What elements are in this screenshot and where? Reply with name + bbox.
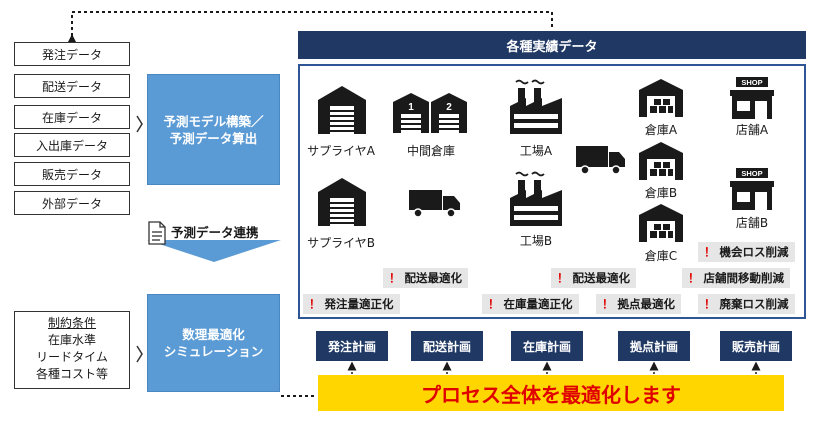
constraint-item: 在庫水準 xyxy=(47,333,96,347)
tag-label: 発注量適正化 xyxy=(324,297,394,311)
tag-store-transfer: ！ 店舗間移動削減 xyxy=(682,268,790,288)
optimization-box-line1: 数理最適化 xyxy=(182,327,245,342)
chevron-right-icon xyxy=(136,115,143,133)
warehouse-c-icon xyxy=(639,204,683,242)
warehouse-number-1: 1 xyxy=(408,102,414,113)
forecast-box-line2: 予測データ算出 xyxy=(169,130,258,146)
shop-sign-b: SHOP xyxy=(741,169,762,178)
store-a-label: 店舗A xyxy=(735,123,769,137)
plan-base: 拠点計画 xyxy=(618,331,690,361)
data-source-inventory: 在庫データ xyxy=(14,105,130,129)
tag-label: 配送最適化 xyxy=(572,271,631,285)
alert-icon: ！ xyxy=(557,271,569,285)
alert-icon: ！ xyxy=(688,271,700,285)
data-source-sales: 販売データ xyxy=(14,162,130,186)
factory-b-label: 工場B xyxy=(519,234,553,248)
feedback-loop-line xyxy=(64,11,553,50)
tag-label: 機会ロス削減 xyxy=(719,245,789,259)
store-b-icon: SHOP xyxy=(730,168,774,210)
optimize-banner: プロセス全体を最適化します xyxy=(318,375,784,411)
supplier-b-icon xyxy=(318,178,366,226)
forecast-link-label: 予測データ連携 xyxy=(171,225,259,240)
tag-base-opt: ！ 拠点最適化 xyxy=(596,294,681,314)
truck-icon xyxy=(576,146,625,175)
data-source-external: 外部データ xyxy=(14,191,130,215)
plan-inventory: 在庫計画 xyxy=(511,331,583,361)
constraint-item: 制約条件 xyxy=(47,316,96,330)
data-source-inout: 入出庫データ xyxy=(14,133,130,157)
tag-label: 店舗間移動削減 xyxy=(703,271,785,285)
tag-delivery-opt-1: ！ 配送最適化 xyxy=(383,268,468,288)
tag-disposal-loss: ！ 廃棄ロス削減 xyxy=(698,294,795,314)
plan-delivery: 配送計画 xyxy=(411,331,483,361)
tag-loss-opportunity: ！ 機会ロス削減 xyxy=(698,242,795,262)
constraint-item: リードタイム xyxy=(36,350,108,364)
optimization-box-line2: シミュレーション xyxy=(163,344,264,359)
plan-sales: 販売計画 xyxy=(720,331,792,361)
alert-icon: ！ xyxy=(389,271,401,285)
forecast-box-line1: 予測モデル構築／ xyxy=(163,113,264,129)
warehouse-c-label: 倉庫C xyxy=(644,249,678,263)
warehouse-a-icon xyxy=(639,79,683,117)
alert-icon: ！ xyxy=(704,297,716,311)
optimization-simulation-box: 数理最適化 シミュレーション xyxy=(147,294,280,392)
forecast-link-arrow xyxy=(147,240,281,262)
middle-warehouse-label: 中間倉庫 xyxy=(406,144,455,158)
constraints-box: 制約条件 在庫水準 リードタイム 各種コスト等 xyxy=(14,311,130,389)
plan-order: 発注計画 xyxy=(316,331,388,361)
forecast-model-box: 予測モデル構築／ 予測データ算出 xyxy=(147,74,280,185)
header-actual-data: 各種実績データ xyxy=(298,31,806,59)
tag-delivery-opt-2: ！ 配送最適化 xyxy=(551,268,636,288)
warehouse-b-icon xyxy=(639,142,683,180)
supplier-b-label: サプライヤB xyxy=(307,236,375,250)
factory-b-icon xyxy=(510,171,562,226)
factory-a-icon xyxy=(510,79,562,134)
warehouse-b-label: 倉庫B xyxy=(644,186,678,200)
warehouse-a-label: 倉庫A xyxy=(644,123,678,137)
constraint-item: 各種コスト等 xyxy=(35,367,108,381)
data-source-delivery: 配送データ xyxy=(14,74,130,98)
chevron-right-icon xyxy=(136,345,143,363)
supplier-a-label: サプライヤA xyxy=(307,144,375,158)
store-b-label: 店舗B xyxy=(735,216,769,230)
alert-icon: ！ xyxy=(602,297,614,311)
alert-icon: ！ xyxy=(309,297,321,311)
alert-icon: ！ xyxy=(704,245,716,259)
factory-a-label: 工場A xyxy=(519,144,553,158)
data-source-order: 発注データ xyxy=(14,42,130,66)
tag-label: 拠点最適化 xyxy=(617,297,676,311)
shop-sign-a: SHOP xyxy=(741,78,762,87)
tag-inventory-qty: ！ 在庫量適正化 xyxy=(482,294,579,314)
supplier-a-icon xyxy=(318,86,366,134)
tag-label: 在庫量適正化 xyxy=(503,297,573,311)
document-icon xyxy=(148,221,166,245)
alert-icon: ！ xyxy=(488,297,500,311)
truck-icon xyxy=(409,190,460,218)
tag-label: 廃棄ロス削減 xyxy=(719,297,789,311)
middle-warehouse-icon: 1 2 xyxy=(393,93,467,133)
store-a-icon: SHOP xyxy=(730,77,774,119)
warehouse-number-2: 2 xyxy=(446,102,452,113)
tag-label: 配送最適化 xyxy=(404,271,463,285)
tag-order-qty: ！ 発注量適正化 xyxy=(303,294,400,314)
